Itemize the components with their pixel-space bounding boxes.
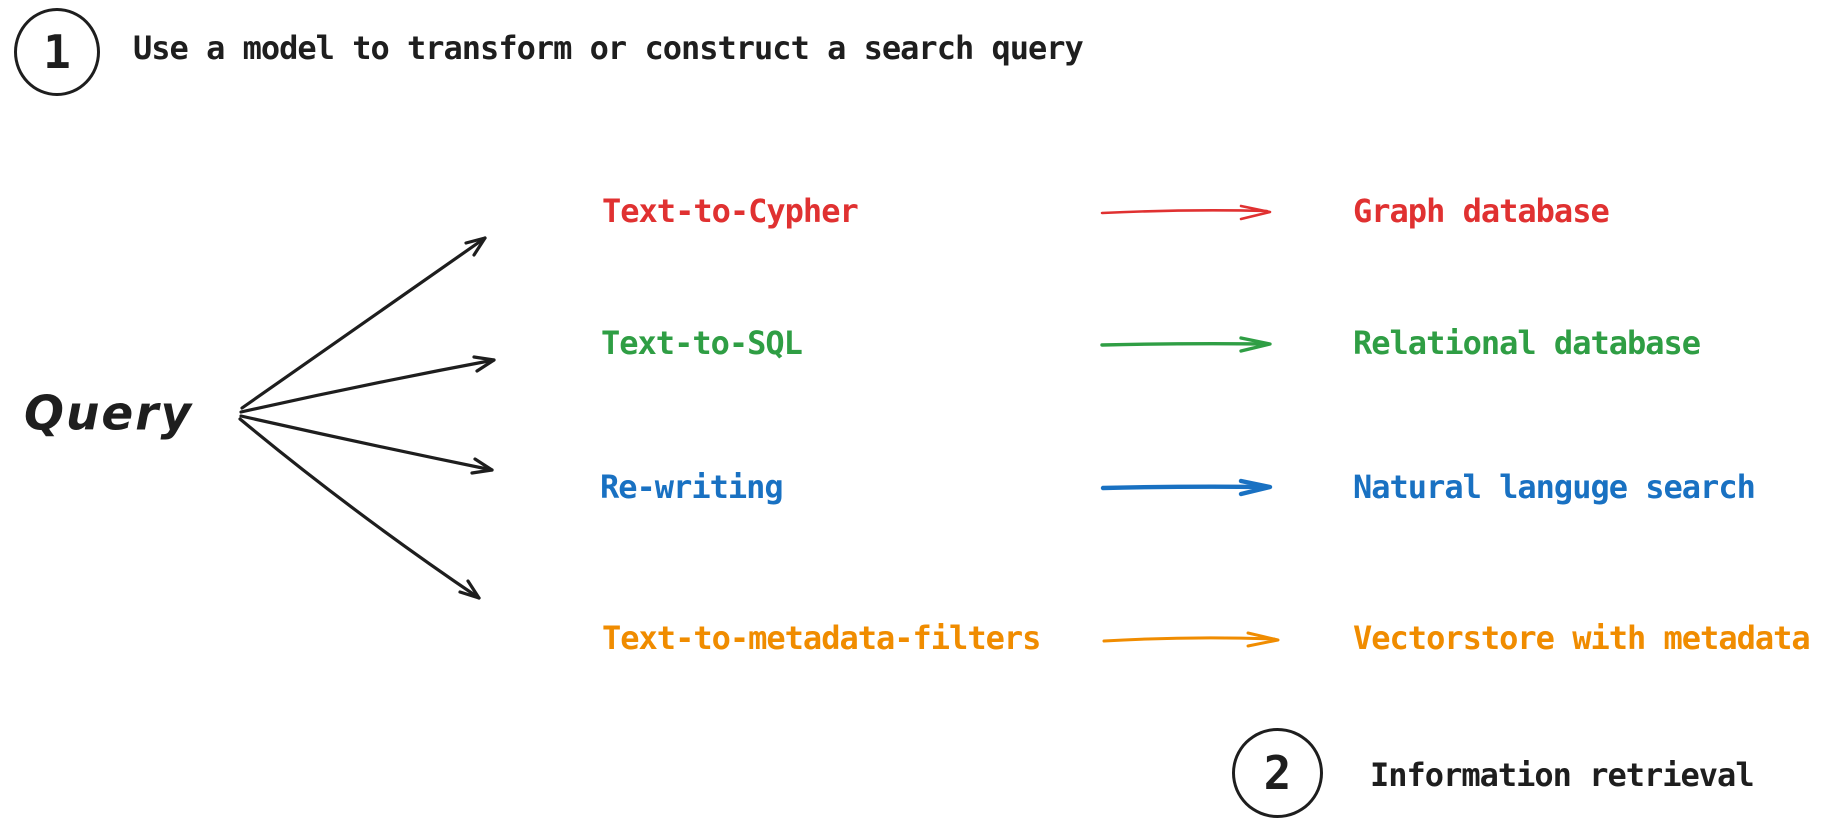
row-arrow-text-to-sql (1100, 336, 1272, 353)
method-label-text-to-metadata-filters: Text-to-metadata-filters (602, 619, 1041, 658)
method-label-text-to-sql: Text-to-SQL (601, 324, 803, 363)
step-2-badge: 2 (1232, 728, 1323, 818)
method-label-re-writing: Re-writing (600, 468, 784, 507)
step-1-label: Use a model to transform or construct a … (133, 29, 1084, 68)
step-2-label: Information retrieval (1370, 756, 1755, 795)
fan-arrow-to-text-to-cypher (240, 236, 487, 410)
target-label-natural-languge-search: Natural languge search (1353, 468, 1756, 507)
fan-arrow-to-text-to-metadata-filters (238, 417, 481, 600)
row-arrow-re-writing (1100, 478, 1273, 497)
target-label-vectorstore-with-metadata: Vectorstore with metadata (1353, 619, 1811, 658)
step-1-badge: 1 (14, 8, 100, 96)
step-2-number: 2 (1263, 746, 1292, 800)
step-1-number: 1 (43, 25, 71, 79)
target-label-relational-database: Relational database (1353, 324, 1701, 363)
row-arrow-text-to-metadata-filters (1102, 631, 1280, 648)
query-label: Query (24, 386, 194, 442)
method-label-text-to-cypher: Text-to-Cypher (602, 192, 859, 231)
row-arrow-text-to-cypher (1100, 204, 1272, 221)
query-fan-arrows (238, 236, 496, 600)
fan-arrow-to-re-writing (239, 414, 494, 475)
fan-arrow-to-text-to-sql (239, 355, 496, 414)
target-label-graph-database: Graph database (1353, 192, 1610, 231)
